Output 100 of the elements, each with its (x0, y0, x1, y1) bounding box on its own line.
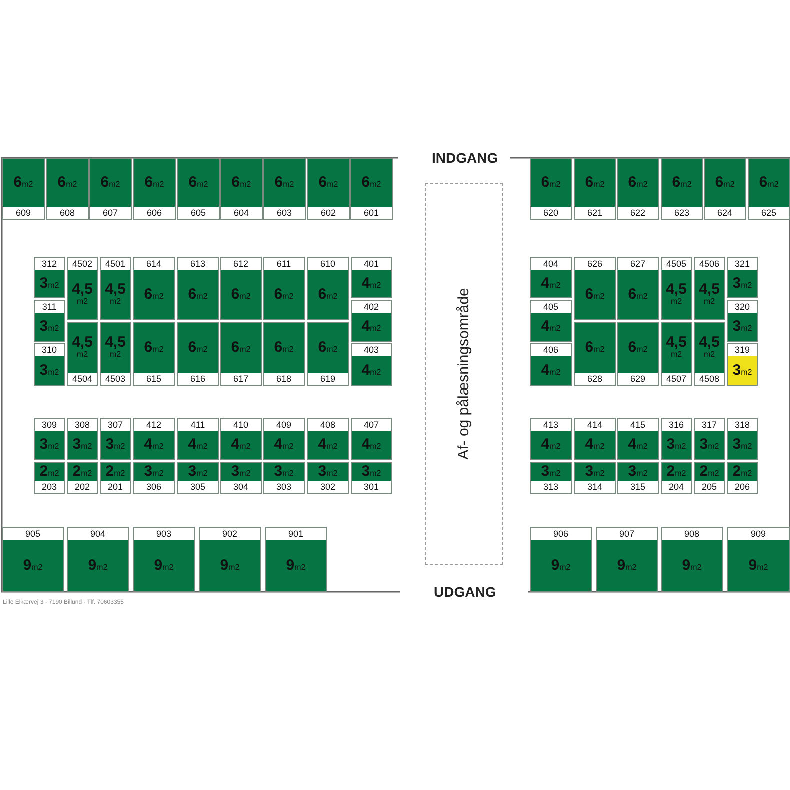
storage-unit (694, 257, 725, 320)
unit-number: 604 (221, 207, 262, 219)
storage-unit (530, 418, 572, 460)
unit-number: 616 (178, 373, 218, 385)
storage-unit (133, 527, 195, 592)
storage-unit (351, 343, 392, 386)
storage-unit (617, 257, 659, 320)
unit-number: 411 (178, 419, 218, 431)
unit-number: 305 (178, 481, 218, 493)
unit-number: 317 (695, 419, 724, 431)
storage-unit (351, 300, 392, 342)
storage-unit (177, 418, 219, 460)
unit-number: 612 (221, 258, 261, 270)
storage-unit (727, 343, 758, 386)
storage-unit (530, 462, 572, 494)
unit-number: 413 (531, 419, 571, 431)
storage-unit (530, 158, 572, 220)
storage-unit (351, 257, 392, 298)
storage-unit (100, 257, 131, 320)
storage-unit (307, 322, 349, 386)
unit-number: 409 (264, 419, 304, 431)
unit-number: 606 (134, 207, 175, 219)
unit-number: 307 (101, 419, 130, 431)
storage-unit (133, 257, 175, 320)
storage-unit (694, 418, 725, 460)
unit-number: 404 (531, 258, 571, 270)
storage-unit (263, 418, 305, 460)
unit-number: 4506 (695, 258, 724, 270)
unit-number: 304 (221, 481, 261, 493)
storage-unit (67, 322, 98, 386)
unit-number: 608 (47, 207, 88, 219)
storage-unit (727, 462, 758, 494)
unit-number: 319 (728, 344, 757, 356)
unit-number: 625 (749, 207, 789, 219)
unit-number: 410 (221, 419, 261, 431)
storage-unit (596, 527, 658, 592)
unit-number: 303 (264, 481, 304, 493)
unit-number: 4501 (101, 258, 130, 270)
storage-unit (265, 527, 327, 592)
storage-unit (727, 257, 758, 298)
unit-number: 205 (695, 481, 724, 493)
storage-unit (530, 343, 572, 386)
unit-number: 624 (705, 207, 745, 219)
unit-number: 407 (352, 419, 391, 431)
storage-unit (2, 158, 45, 220)
storage-unit (350, 158, 393, 220)
unit-number: 621 (575, 207, 615, 219)
storage-unit (133, 462, 175, 494)
unit-number: 610 (308, 258, 348, 270)
storage-unit (133, 322, 175, 386)
storage-unit (307, 462, 349, 494)
unit-number: 402 (352, 301, 391, 313)
storage-unit (133, 158, 176, 220)
unit-number: 627 (618, 258, 658, 270)
unit-number: 615 (134, 373, 174, 385)
unit-number: 4503 (101, 373, 130, 385)
unit-number: 415 (618, 419, 658, 431)
unit-number: 320 (728, 301, 757, 313)
storage-unit (351, 418, 392, 460)
unit-number: 629 (618, 373, 658, 385)
unit-number: 603 (264, 207, 305, 219)
unit-number: 623 (662, 207, 702, 219)
unit-number: 306 (134, 481, 174, 493)
storage-unit (661, 418, 692, 460)
storage-unit (89, 158, 132, 220)
storage-unit (34, 462, 65, 494)
storage-unit (220, 158, 263, 220)
storage-unit (263, 462, 305, 494)
storage-unit (199, 527, 261, 592)
unit-number: 4508 (695, 373, 724, 385)
unit-number: 626 (575, 258, 615, 270)
unit-number: 401 (352, 258, 391, 270)
unit-number: 617 (221, 373, 261, 385)
storage-unit (574, 158, 616, 220)
storage-unit (661, 462, 692, 494)
storage-unit (307, 257, 349, 320)
unit-number: 408 (308, 419, 348, 431)
storage-unit (727, 527, 790, 592)
storage-unit (694, 462, 725, 494)
unit-number: 619 (308, 373, 348, 385)
unit-number: 414 (575, 419, 615, 431)
unit-number: 622 (618, 207, 658, 219)
storage-unit (661, 158, 703, 220)
unit-number: 609 (3, 207, 44, 219)
unit-number: 412 (134, 419, 174, 431)
unit-number: 206 (728, 481, 757, 493)
unit-number: 312 (35, 258, 64, 270)
unit-number: 301 (352, 481, 391, 493)
storage-unit (574, 257, 616, 320)
unit-number: 605 (178, 207, 219, 219)
storage-unit (661, 257, 692, 320)
unit-number: 302 (308, 481, 348, 493)
storage-unit (307, 418, 349, 460)
unit-number: 613 (178, 258, 218, 270)
unit-number: 907 (597, 528, 657, 540)
storage-unit (34, 418, 65, 460)
unit-number: 310 (35, 344, 64, 356)
storage-unit (661, 322, 692, 386)
unit-number: 406 (531, 344, 571, 356)
storage-unit (530, 257, 572, 298)
